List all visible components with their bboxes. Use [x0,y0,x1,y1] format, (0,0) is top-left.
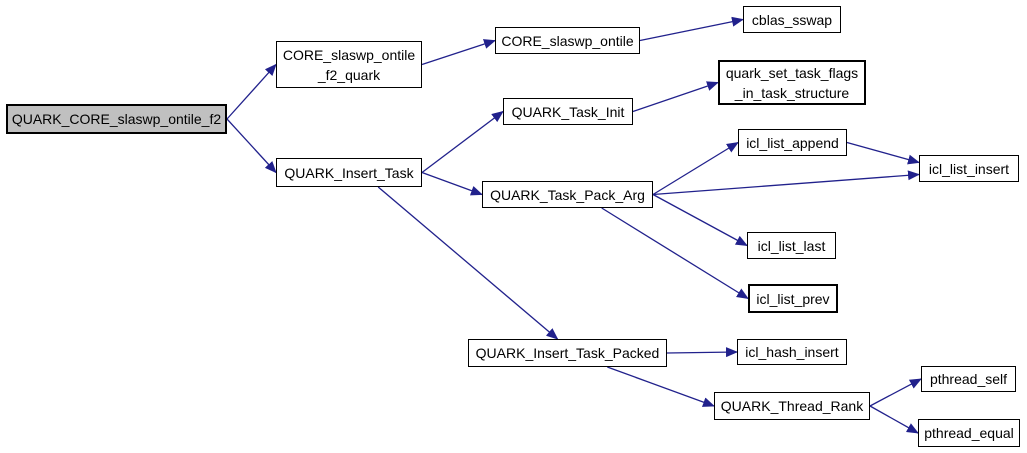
node-quark-core-slaswp-ontile-f2[interactable]: QUARK_CORE_slaswp_ontile_f2 [6,104,227,134]
edge-QUARK_Insert_Task-to-QUARK_Insert_Task_Packed [377,186,559,340]
edge-QUARK_Insert_Task_Packed-to-icl_hash_insert [666,347,738,358]
node-icl-list-append[interactable]: icl_list_append [738,129,847,156]
node-quark-insert-task-packed[interactable]: QUARK_Insert_Task_Packed [468,339,667,367]
edge-QUARK_CORE_slaswp_ontile_f2-to-QUARK_Insert_Task [226,118,277,174]
node-icl-list-insert[interactable]: icl_list_insert [919,155,1019,182]
node-quark-task-init[interactable]: QUARK_Task_Init [503,98,633,125]
edge-QUARK_Insert_Task-to-QUARK_Task_Pack_Arg [421,171,483,196]
node-core-slaswp-ontile-f2-quark[interactable]: CORE_slaswp_ontile _f2_quark [276,41,422,88]
node-quark-insert-task[interactable]: QUARK_Insert_Task [276,158,422,187]
node-pthread-self[interactable]: pthread_self [921,366,1016,392]
edge-QUARK_CORE_slaswp_ontile_f2-to-CORE_slaswp_ontile_f2_quark [226,63,277,120]
node-icl-list-prev[interactable]: icl_list_prev [748,284,838,313]
node-cblas-sswap[interactable]: cblas_sswap [743,6,841,33]
edge-QUARK_Thread_Rank-to-pthread_equal [869,405,919,434]
node-icl-hash-insert[interactable]: icl_hash_insert [737,339,847,365]
edge-CORE_slaswp_ontile_f2_quark-to-CORE_slaswp_ontile [421,39,496,66]
edge-QUARK_Task_Init-to-quark_set_task_flags_in_task_structure [632,81,719,113]
edge-QUARK_Task_Pack_Arg-to-icl_list_prev [601,207,749,300]
edge-QUARK_Task_Pack_Arg-to-icl_list_append [652,141,739,196]
edge-QUARK_Task_Pack_Arg-to-icl_list_last [652,193,748,247]
edge-QUARK_Insert_Task-to-QUARK_Task_Init [421,110,504,174]
edge-QUARK_Task_Pack_Arg-to-icl_list_insert [652,170,920,196]
node-quark-task-pack-arg[interactable]: QUARK_Task_Pack_Arg [482,181,653,208]
edge-icl_list_append-to-icl_list_insert [846,141,920,165]
node-icl-list-last[interactable]: icl_list_last [747,232,836,259]
node-pthread-equal[interactable]: pthread_equal [918,419,1020,447]
node-quark-set-task-flags-in-task-structure[interactable]: quark_set_task_flags _in_task_structure [718,60,866,105]
edge-QUARK_Thread_Rank-to-pthread_self [869,378,922,407]
edge-QUARK_Insert_Task_Packed-to-QUARK_Thread_Rank [607,366,715,407]
edge-CORE_slaswp_ontile-to-cblas_sswap [639,16,744,42]
node-core-slaswp-ontile[interactable]: CORE_slaswp_ontile [495,27,640,54]
node-quark-thread-rank[interactable]: QUARK_Thread_Rank [714,392,870,420]
